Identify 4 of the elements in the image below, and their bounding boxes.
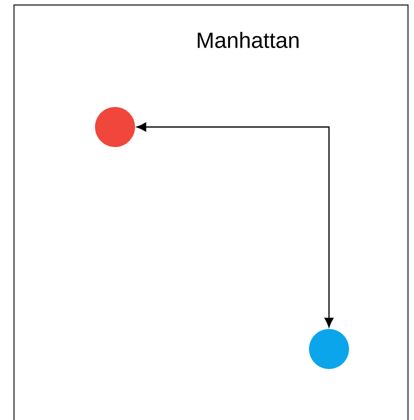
arrow	[136, 122, 334, 328]
dot	[309, 329, 349, 369]
dot	[95, 107, 135, 147]
title: Manhattan	[198, 32, 299, 48]
